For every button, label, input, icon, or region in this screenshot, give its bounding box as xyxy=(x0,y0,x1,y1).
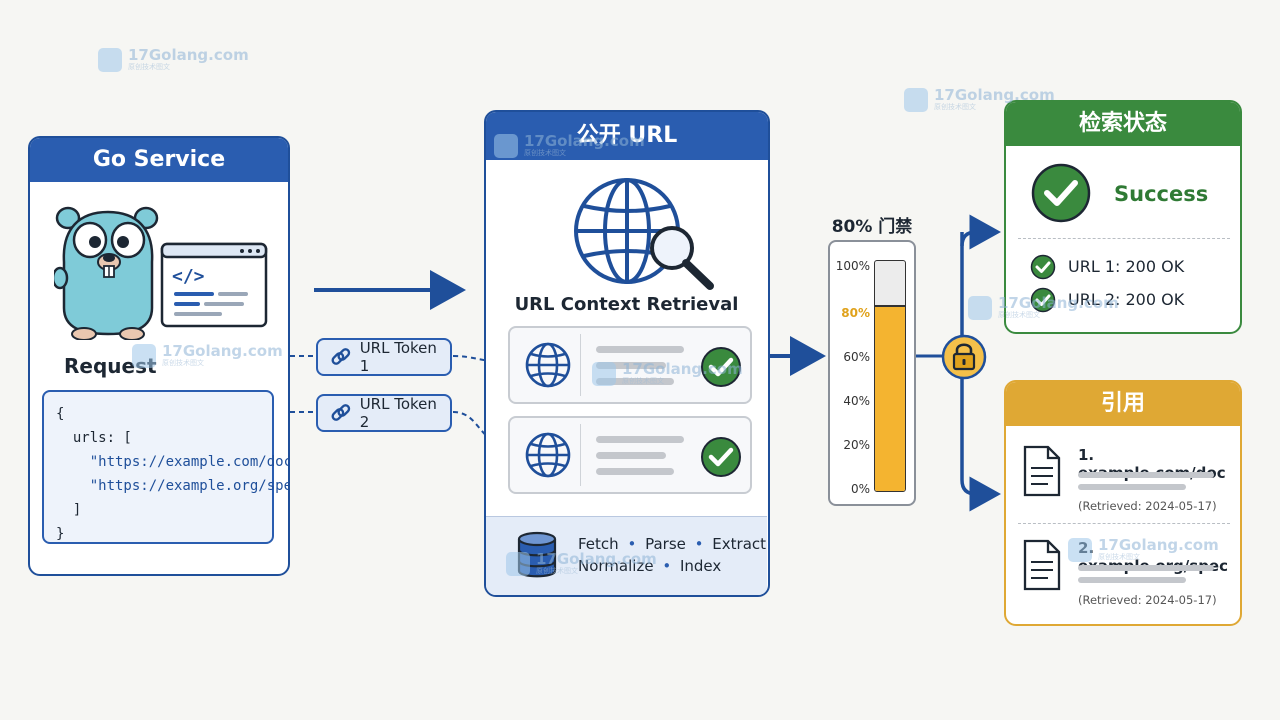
gauge-tick-threshold: 80% xyxy=(841,306,870,320)
code-line: ] xyxy=(56,502,82,518)
gauge-tick: 0% xyxy=(850,482,870,496)
gauge-tick: 40% xyxy=(843,394,870,408)
gauge-fill xyxy=(875,307,905,491)
placeholder-line xyxy=(596,468,674,475)
request-label: Request xyxy=(64,354,157,378)
database-icon xyxy=(517,531,557,578)
globe-search-icon xyxy=(574,178,714,290)
divider xyxy=(1018,523,1230,524)
branch-up-arrow xyxy=(960,214,1001,250)
status-item-1: URL 1: 200 OK xyxy=(1068,257,1185,276)
placeholder-line xyxy=(596,378,674,385)
pipeline-step: Extract xyxy=(712,535,767,553)
url-token-2: URL Token 2 xyxy=(316,394,452,432)
gauge-threshold-line xyxy=(875,305,905,307)
svg-text:</>: </> xyxy=(172,266,205,287)
code-line-url: "https://example.com/doc", xyxy=(56,454,290,470)
placeholder-line xyxy=(1078,577,1186,583)
document-icon xyxy=(1023,445,1061,497)
check-icon xyxy=(1030,254,1056,280)
placeholder-line xyxy=(596,362,666,369)
pipeline-sep: • xyxy=(627,535,637,553)
gate-title: 80% 门禁 xyxy=(831,217,913,237)
pipeline-sep: • xyxy=(694,535,704,553)
url-token-1-label: URL Token 1 xyxy=(359,339,437,375)
placeholder-line xyxy=(596,436,684,443)
go-service-title: Go Service xyxy=(30,138,288,182)
code-line: urls: [ xyxy=(56,430,132,446)
url-token-2-label: URL Token 2 xyxy=(359,395,437,431)
link-icon xyxy=(331,348,351,365)
success-check-icon xyxy=(701,347,741,387)
pipeline-step: Index xyxy=(679,557,722,575)
placeholder-line xyxy=(596,346,684,353)
status-result: Success xyxy=(1114,182,1209,206)
pipeline-footer: Fetch • Parse • Extract Normalize • Inde… xyxy=(486,516,767,595)
status-item-2: URL 2: 200 OK xyxy=(1068,290,1185,309)
success-check-icon xyxy=(1031,163,1091,223)
lock-icon xyxy=(941,334,987,380)
branch-down-arrow xyxy=(960,374,1001,512)
retrieval-card-2 xyxy=(508,416,752,494)
url-token-1: URL Token 1 xyxy=(316,338,452,376)
citations-panel: 引用 1. example.com/doc (Retrieved: 2024-0… xyxy=(1004,380,1242,626)
go-service-panel: Go Service </> Request { urls: [ "https:… xyxy=(28,136,290,576)
retrieval-card-1 xyxy=(508,326,752,404)
public-url-panel: 公开 URL URL Context Retrieval xyxy=(484,110,770,597)
pipeline-step: Fetch xyxy=(578,535,619,553)
pipeline-step: Parse xyxy=(645,535,686,553)
document-icon xyxy=(1023,539,1061,591)
pipeline-sep: • xyxy=(662,557,672,575)
divider xyxy=(1018,238,1230,239)
code-window-icon: </> xyxy=(160,242,268,328)
link-icon xyxy=(331,404,351,421)
request-code-block: { urls: [ "https://example.com/doc", "ht… xyxy=(42,390,290,544)
gauge-tick: 60% xyxy=(843,350,870,364)
citations-title: 引用 xyxy=(1006,382,1240,426)
pipeline-step: Normalize xyxy=(578,557,654,575)
citation-retrieved-2: (Retrieved: 2024-05-17) xyxy=(1078,593,1217,607)
placeholder-line xyxy=(1078,484,1186,490)
placeholder-line xyxy=(1078,472,1214,478)
status-title: 检索状态 xyxy=(1006,102,1240,146)
code-line-url: "https://example.org/spec" xyxy=(56,478,290,494)
code-line: } xyxy=(56,526,65,542)
globe-icon xyxy=(525,432,571,478)
pipeline-steps: Fetch • Parse • Extract Normalize • Inde… xyxy=(578,533,766,577)
check-icon xyxy=(1030,287,1056,313)
placeholder-line xyxy=(596,452,666,459)
gauge-tick: 20% xyxy=(843,438,870,452)
globe-icon xyxy=(525,342,571,388)
gopher-mascot-icon xyxy=(54,206,159,340)
gate-gauge: 100% 80% 60% 40% 20% 0% xyxy=(828,240,916,506)
placeholder-line xyxy=(1078,565,1214,571)
retrieval-card-globe xyxy=(516,334,581,396)
code-line: { xyxy=(56,406,65,422)
public-url-subtitle: URL Context Retrieval xyxy=(514,294,739,315)
gauge-tube xyxy=(874,260,906,492)
citation-retrieved-1: (Retrieved: 2024-05-17) xyxy=(1078,499,1217,513)
status-panel: 检索状态 Success URL 1: 200 OK URL 2: 200 OK xyxy=(1004,100,1242,334)
public-url-title: 公开 URL xyxy=(486,112,768,160)
retrieval-card-globe xyxy=(516,424,581,486)
gauge-tick: 100% xyxy=(835,259,870,273)
success-check-icon xyxy=(701,437,741,477)
